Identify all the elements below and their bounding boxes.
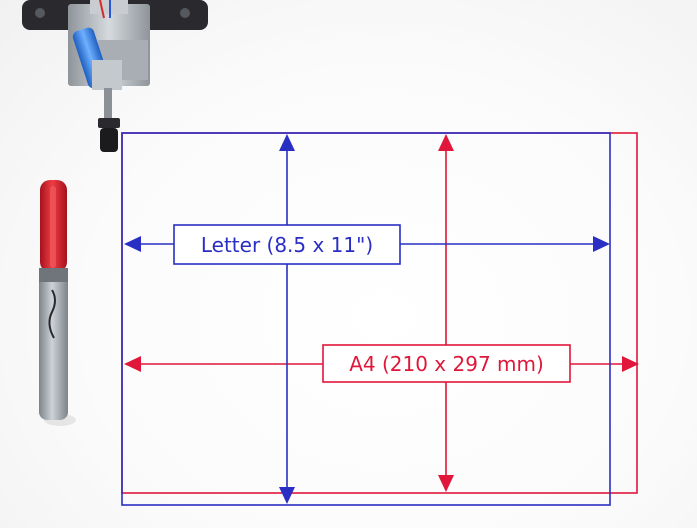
rail-screw [180,8,190,18]
letter-arrow-down-head [279,487,295,504]
letter-arrow-up-head [279,134,295,151]
sharpie-marker [39,180,76,426]
letter-outline: Letter (8.5 x 11") [121,132,611,506]
letter-border [121,132,611,506]
marker-barrel-band [39,268,68,282]
a4-border [121,132,638,494]
a4-arrow-down-head [438,475,454,492]
pen-plotter-carriage [22,0,208,152]
letter-label: Letter (8.5 x 11") [201,233,373,257]
a4-label-box [322,344,571,383]
a4-arrow-right-head [622,356,639,372]
marker-cap-clip [50,186,56,268]
letter-arrow-left-head [124,236,141,252]
pen-shaft [104,88,112,118]
a4-label: A4 (210 x 297 mm) [349,352,544,376]
marker-logo [48,289,56,339]
a4-outline: A4 (210 x 297 mm) [121,132,639,494]
adjust-knob-tip [100,128,118,152]
rail-screw [35,8,45,18]
a4-arrow-up-head [438,134,454,151]
marker-barrel [39,268,68,420]
a4-arrow-left-head [124,356,141,372]
wire [99,0,105,19]
letter-label-box [173,224,401,265]
letter-arrow-right-head [593,236,610,252]
adjust-knob [98,118,120,128]
pen-holder-body [92,60,122,90]
